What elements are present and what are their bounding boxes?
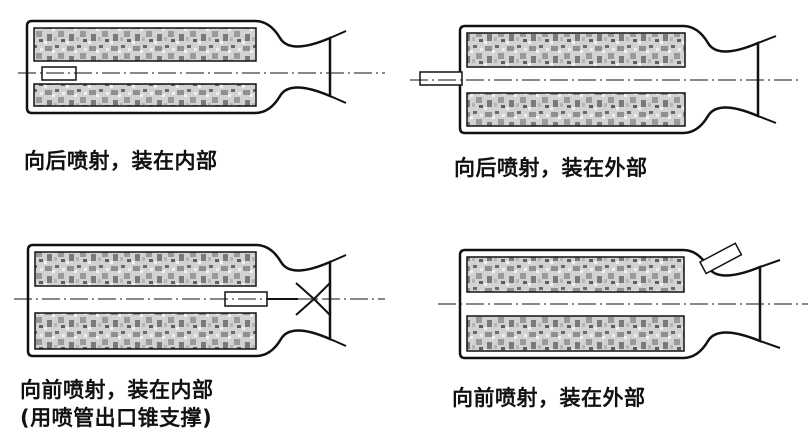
nozzle-flare [329,30,347,104]
motor-casing [26,243,332,358]
nozzle-flare [757,35,777,124]
propellant-grain-upper [466,32,686,68]
motor-casing [458,24,760,135]
nozzle-flare [759,259,781,349]
motor-panel-front-external [438,242,808,360]
propellant-grain-upper [466,256,685,293]
propellant-grain-upper [34,251,257,287]
caption-rear-external: 向后喷射，装在外部 [454,156,648,180]
motor-panel-rear-internal [18,19,385,115]
propellant-grain-lower [466,92,686,127]
motor-panel-rear-external [410,24,800,135]
motor-panel-front-internal [14,243,385,358]
caption-front-external: 向前喷射，装在外部 [452,386,646,410]
igniter [419,71,463,86]
propellant-grain-lower [466,315,685,352]
propellant-grain-lower [34,312,257,350]
caption-front-internal-note: (用喷管出口锥支撑) [20,406,213,430]
caption-front-internal: 向前喷射，装在内部 [20,378,214,402]
caption-rear-internal: 向后喷射，装在内部 [24,149,218,173]
propellant-grain-upper [33,27,257,62]
igniter [698,242,743,275]
nozzle-flare [329,254,347,347]
propellant-grain-lower [33,83,257,107]
motor-casing [25,19,332,115]
